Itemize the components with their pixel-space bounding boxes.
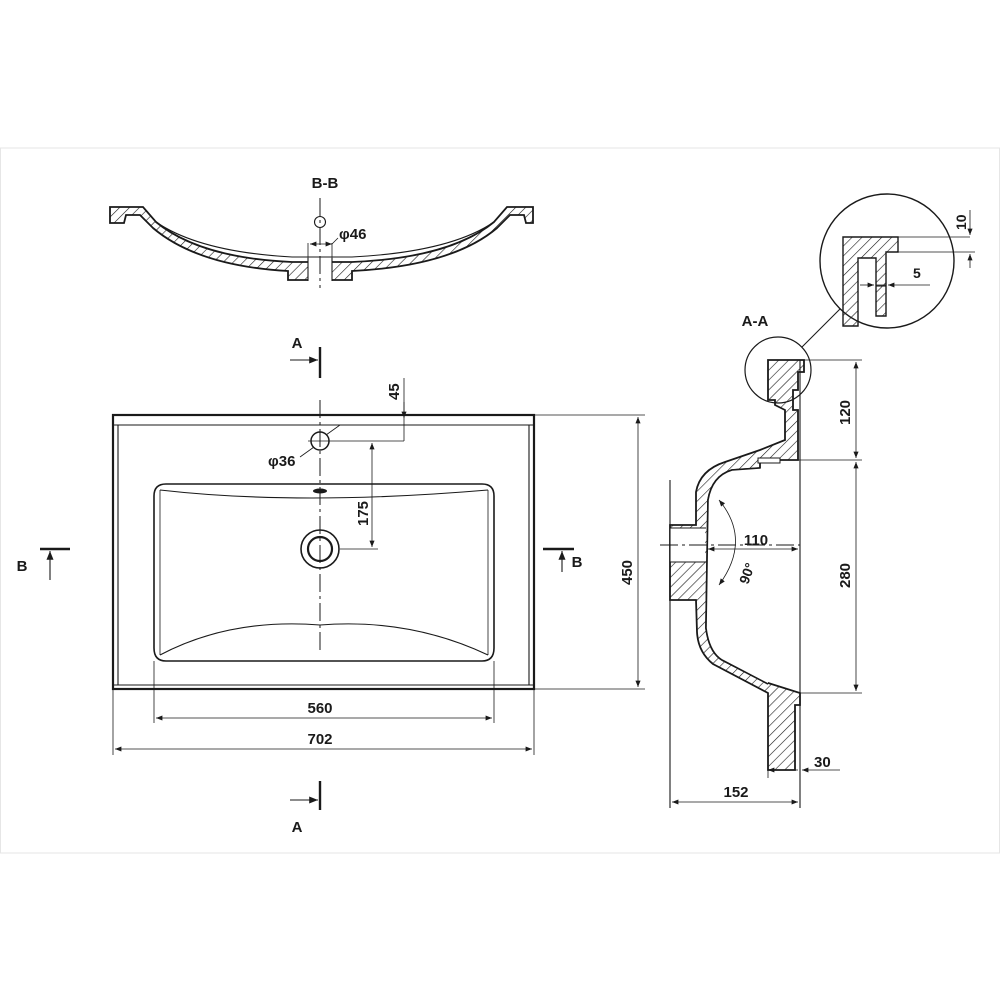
overall-depth-dim: 450 xyxy=(619,560,636,585)
drain-offset-dim: 110 xyxy=(744,532,768,549)
tap-drain-dim: 175 xyxy=(355,501,372,526)
cut-b-right-label: B xyxy=(572,554,583,571)
section-aa-view: A-A 10 5 120 xyxy=(660,193,975,808)
overall-depth-aa-dim: 152 xyxy=(723,784,748,801)
basin-back-edge xyxy=(159,489,489,499)
plan-view: A A B B φ36 xyxy=(17,335,645,836)
overflow-slot xyxy=(313,488,327,494)
basin-width-dim: 560 xyxy=(307,700,332,717)
drain-outer xyxy=(300,529,340,569)
section-aa-label: A-A xyxy=(742,313,769,330)
countertop-outline xyxy=(111,413,536,691)
basin-front-edge xyxy=(159,623,489,656)
section-aa-bowl xyxy=(705,467,769,685)
section-bb-view: B-B φ46 xyxy=(109,175,534,288)
detail-wall-dim: 5 xyxy=(913,265,921,281)
detail-rim-section xyxy=(842,236,899,327)
detail-circle xyxy=(819,193,955,329)
cut-a-bottom-label: A xyxy=(292,819,303,836)
basin-outline xyxy=(153,483,495,662)
tap-hole-dim: φ36 xyxy=(268,453,295,470)
foot-depth-dim: 30 xyxy=(814,754,831,771)
cut-a-top-label: A xyxy=(292,335,303,352)
section-bb-inner-bowl xyxy=(155,221,495,258)
section-bb-label: B-B xyxy=(312,175,339,192)
overall-width-dim: 702 xyxy=(307,731,332,748)
cut-b-left-label: B xyxy=(17,558,28,575)
detail-rim-dim: 10 xyxy=(953,214,969,230)
rim-height-dim: 120 xyxy=(837,400,854,425)
drain-angle-dim: 90° xyxy=(736,561,758,586)
drain-inner xyxy=(306,535,334,563)
bowl-height-dim: 280 xyxy=(837,563,854,588)
section-bb-drain-dim: φ46 xyxy=(339,226,366,243)
tap-offset-dim: 45 xyxy=(386,383,403,400)
drain-angle-arc xyxy=(718,499,736,586)
